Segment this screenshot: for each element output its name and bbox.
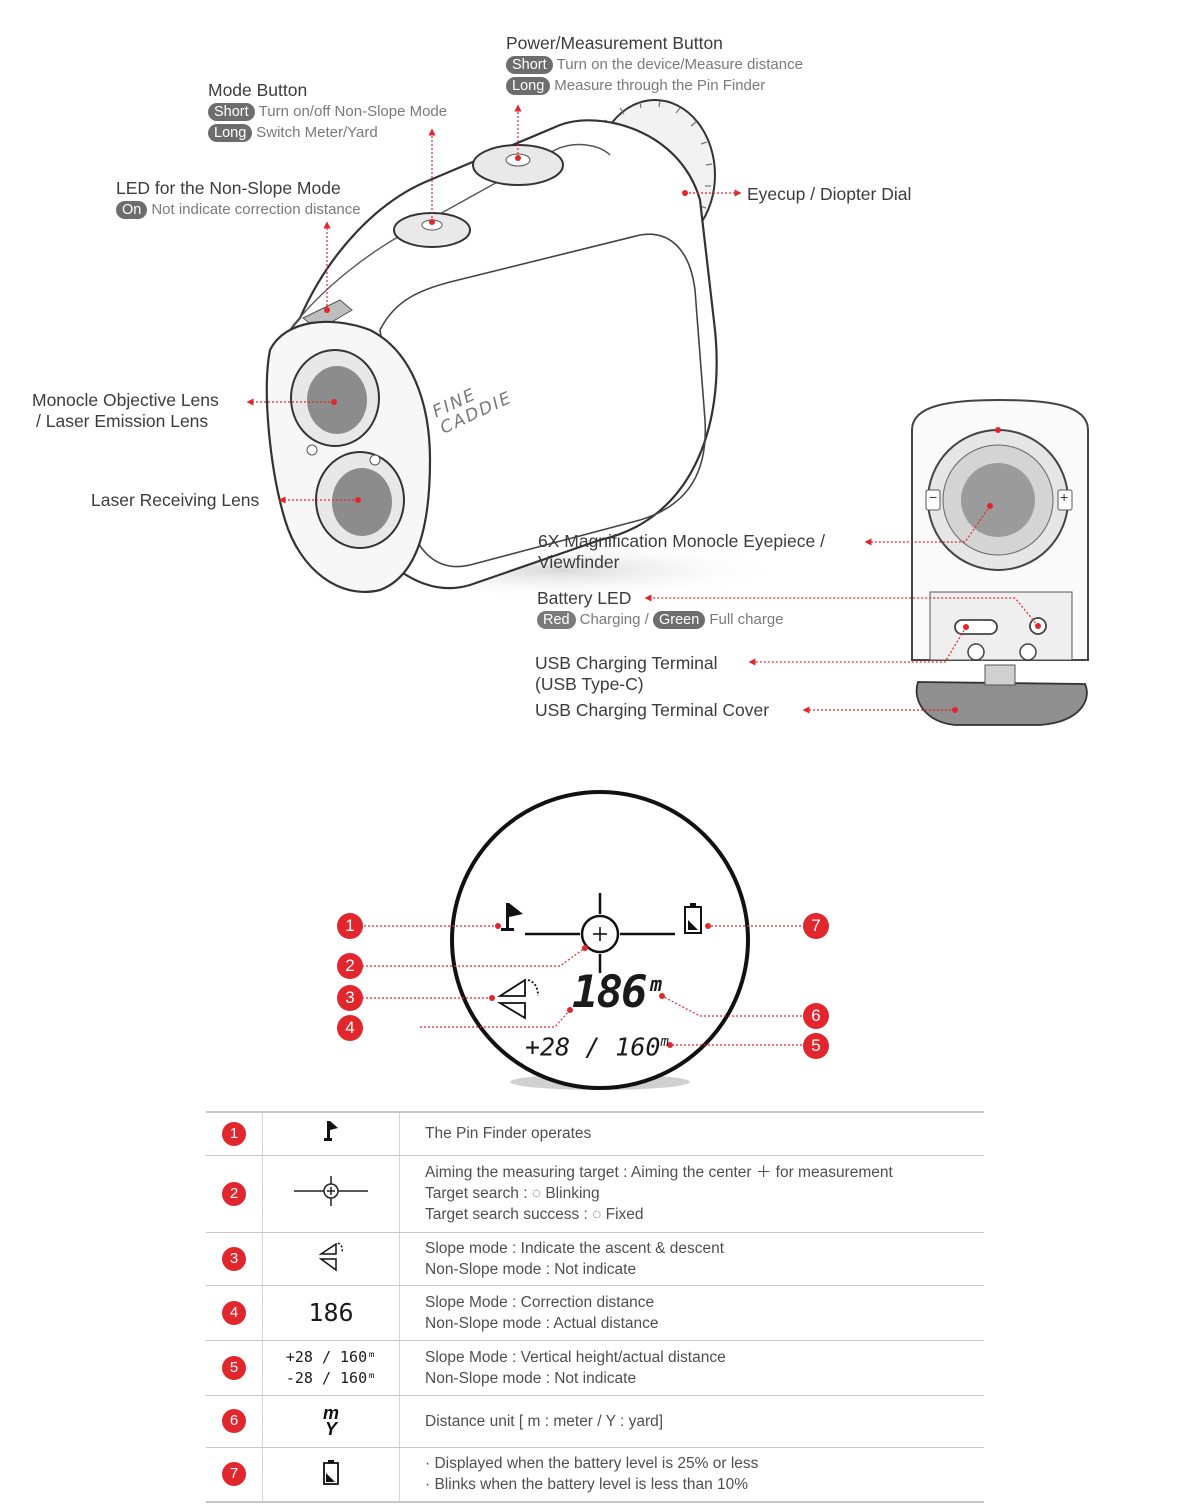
legend-desc-line: · Blinks when the battery level is less … — [425, 1476, 749, 1494]
objective-lens-label-1: Monocle Objective Lens — [32, 390, 219, 410]
lcd-sub-line: +28 / 160m — [525, 1028, 669, 1061]
flag-icon — [501, 903, 523, 931]
mode-button-title: Mode Button — [208, 80, 308, 100]
lcd-distance-value: 186 — [572, 967, 647, 1018]
legend-desc-line: Distance unit [ m : meter / Y : yard] — [425, 1412, 664, 1430]
short-press-pill: Short — [208, 103, 255, 121]
flag-icon — [324, 1121, 338, 1142]
usb-port-shape — [954, 619, 998, 635]
legend-desc-line: Slope Mode : Correction distance — [425, 1293, 655, 1311]
eyecup-label: Eyecup / Diopter Dial — [747, 184, 912, 204]
objective-lens-callout: Monocle Objective Lens / Laser Emission … — [32, 390, 219, 432]
legend-row: 3 Slope mode : Indicate the ascent & des… — [206, 1232, 984, 1286]
diopter-minus-icon: − — [929, 489, 938, 505]
mode-button-shape — [393, 212, 471, 248]
legend-height-readout-plus: +28 / 160ᵐ — [285, 1347, 377, 1366]
legend-row: 7 · Displayed when the battery level is … — [206, 1447, 984, 1503]
legend-distance-readout: 186 — [308, 1298, 354, 1327]
mode-short-text: Turn on/off Non-Slope Mode — [258, 103, 448, 120]
battery-icon — [323, 1459, 339, 1485]
eyepiece-callout: 6X Magnification Monocle Eyepiece / View… — [538, 531, 825, 573]
eyepiece-label-1: 6X Magnification Monocle Eyepiece / — [538, 531, 825, 551]
marker-6: 6 — [803, 1003, 829, 1029]
long-press-pill: Long — [208, 124, 253, 142]
objective-lens — [290, 349, 380, 447]
usb-terminal-label-2: (USB Type-C) — [535, 674, 644, 694]
unit-meter-icon: m — [322, 1403, 339, 1423]
lcd-distance: 186 — [572, 967, 647, 1018]
legend-desc-line: Target search : ◌ Blinking — [425, 1185, 600, 1202]
legend-desc-line: Non-Slope mode : Not indicate — [425, 1369, 637, 1387]
long-press-pill: Long — [506, 77, 551, 95]
marker-4: 4 — [337, 1015, 363, 1041]
marker-7: 7 — [803, 913, 829, 939]
short-press-pill: Short — [506, 56, 553, 74]
mode-long-text: Switch Meter/Yard — [256, 124, 378, 141]
legend-desc-line: Non-Slope mode : Actual distance — [425, 1314, 659, 1332]
slope-icon — [496, 978, 539, 1020]
green-pill: Green — [653, 611, 706, 629]
viewfinder-shadow — [510, 1074, 690, 1090]
legend-number: 1 — [222, 1121, 246, 1146]
objective-lens-label-2: / Laser Emission Lens — [36, 411, 209, 431]
legend-desc-line: Slope Mode : Vertical height/actual dist… — [425, 1348, 726, 1366]
battery-led-title: Battery LED — [537, 588, 632, 608]
receiving-lens-label: Laser Receiving Lens — [91, 490, 260, 510]
eyepiece-label-2: Viewfinder — [538, 552, 620, 572]
green-text: Full charge — [709, 611, 784, 628]
marker-2: 2 — [337, 953, 363, 979]
lcd-distance-unit: m — [650, 972, 663, 996]
red-text: Charging / — [579, 611, 649, 628]
crosshair-icon — [294, 1176, 368, 1206]
usb-cover-shape — [915, 681, 1088, 726]
lcd-sub-value: +28 / 160 — [525, 1032, 661, 1062]
led-title: LED for the Non-Slope Mode — [116, 178, 341, 198]
power-long-text: Measure through the Pin Finder — [554, 77, 766, 94]
usb-terminal-label-1: USB Charging Terminal — [535, 653, 718, 673]
legend-desc-line: Aiming the measuring target : Aiming the… — [425, 1164, 893, 1181]
back-view — [911, 398, 1089, 726]
power-short-text: Turn on the device/Measure distance — [556, 56, 803, 73]
marker-3: 3 — [337, 985, 363, 1011]
legend-row: 1 The Pin Finder operates — [206, 1111, 984, 1156]
legend-row: 2 Aiming the measuring target : Aiming t… — [206, 1155, 984, 1233]
crosshair-icon — [525, 893, 675, 973]
legend-number: 5 — [222, 1355, 246, 1380]
rangefinder-illustration — [246, 99, 1089, 726]
marker-1: 1 — [337, 913, 363, 939]
legend-desc-line: Non-Slope mode : Not indicate — [425, 1260, 637, 1278]
legend-number: 6 — [222, 1409, 246, 1433]
legend-row: 5 +28 / 160ᵐ -28 / 160ᵐ Slope Mode : Ver… — [206, 1340, 984, 1396]
legend-desc-line: Target search success : ◌ Fixed — [425, 1206, 644, 1223]
unit-yard-icon: Y — [324, 1419, 337, 1439]
legend-number: 4 — [222, 1300, 246, 1325]
on-pill: On — [116, 201, 148, 219]
usb-terminal-callout: USB Charging Terminal (USB Type-C) — [535, 653, 718, 695]
legend-number: 3 — [222, 1246, 246, 1271]
legend-row: 6 m Y Distance unit [ m : meter / Y : ya… — [206, 1395, 984, 1448]
legend-height-readout-minus: -28 / 160ᵐ — [285, 1368, 377, 1387]
led-on-text: Not indicate correction distance — [151, 201, 361, 218]
legend-desc-line: The Pin Finder operates — [425, 1125, 592, 1143]
legend-number: 7 — [222, 1462, 246, 1487]
legend-desc-line: · Displayed when the battery level is 25… — [425, 1455, 759, 1473]
legend-table: 1 The Pin Finder operates 2 Aiming the m… — [206, 1111, 984, 1503]
legend-number: 2 — [222, 1181, 246, 1206]
power-button-title: Power/Measurement Button — [506, 33, 723, 53]
slope-icon — [318, 1242, 344, 1272]
battery-icon — [684, 903, 702, 934]
power-button-shape — [472, 144, 564, 186]
lcd-sub-unit: m — [660, 1034, 669, 1050]
legend-row: 4 186 Slope Mode : Correction distance N… — [206, 1285, 984, 1341]
red-pill: Red — [537, 611, 576, 629]
diopter-plus-icon: + — [1060, 489, 1069, 505]
usb-cover-label: USB Charging Terminal Cover — [535, 700, 770, 720]
marker-5: 5 — [803, 1033, 829, 1059]
legend-desc-line: Slope mode : Indicate the ascent & desce… — [425, 1239, 724, 1257]
